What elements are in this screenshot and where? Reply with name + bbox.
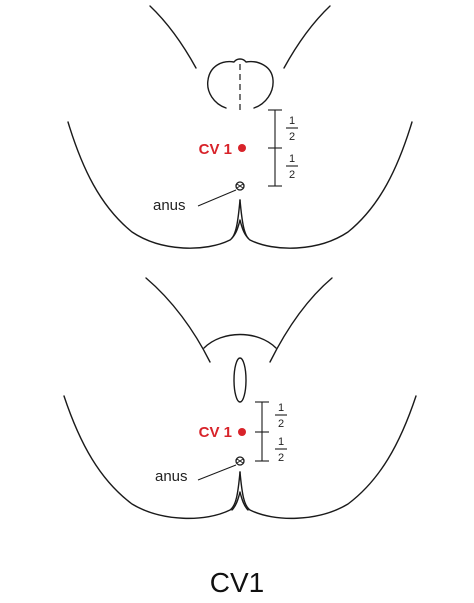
- lower-left-buttock-outline: [63, 395, 241, 520]
- lower-fraction-bottom: 1 2: [275, 436, 287, 464]
- upper-scrotum-outline: [207, 58, 274, 109]
- upper-fraction-bottom: 1 2: [286, 153, 298, 181]
- lower-anus-marker-detail: [236, 458, 244, 464]
- lower-left-thigh-outline: [145, 277, 211, 363]
- upper-left-thigh-outline: [149, 5, 197, 69]
- upper-gluteal-cleft: [231, 219, 249, 239]
- upper-right-buttock-outline: [239, 121, 413, 249]
- upper-cv1-point-marker: [238, 144, 246, 152]
- lower-anus-label: anus: [155, 468, 188, 485]
- svg-text:2: 2: [289, 169, 295, 181]
- lower-figure: CV 1 anus 1 2 1 2: [63, 277, 417, 520]
- svg-text:1: 1: [278, 436, 284, 448]
- upper-figure: CV 1 anus 1 2 1 2: [67, 5, 413, 249]
- svg-text:2: 2: [278, 418, 284, 430]
- lower-gluteal-cleft: [231, 491, 249, 511]
- lower-cv1-point-label: CV 1: [199, 424, 232, 441]
- svg-text:2: 2: [289, 131, 295, 143]
- lower-cv1-point-marker: [238, 428, 246, 436]
- lower-right-buttock-outline: [239, 395, 417, 520]
- svg-text:2: 2: [278, 452, 284, 464]
- svg-text:1: 1: [278, 402, 284, 414]
- upper-right-thigh-outline: [283, 5, 331, 69]
- lower-fraction-top: 1 2: [275, 402, 287, 430]
- upper-cv1-point-label: CV 1: [199, 141, 232, 158]
- upper-anus-marker-detail: [236, 183, 244, 189]
- lower-mons-outline: [203, 333, 277, 349]
- lower-anus-leader-line: [197, 464, 237, 481]
- lower-right-thigh-outline: [269, 277, 333, 363]
- svg-text:1: 1: [289, 153, 295, 165]
- upper-left-buttock-outline: [67, 121, 241, 249]
- upper-anus-label: anus: [153, 197, 186, 214]
- lower-vulva-outline: [233, 357, 247, 403]
- upper-measurement-bracket: [268, 109, 282, 187]
- lower-measurement-bracket: [255, 401, 269, 462]
- upper-fraction-top: 1 2: [286, 115, 298, 143]
- upper-anus-leader-line: [197, 189, 237, 207]
- figure-caption: CV1: [210, 567, 264, 598]
- svg-text:1: 1: [289, 115, 295, 127]
